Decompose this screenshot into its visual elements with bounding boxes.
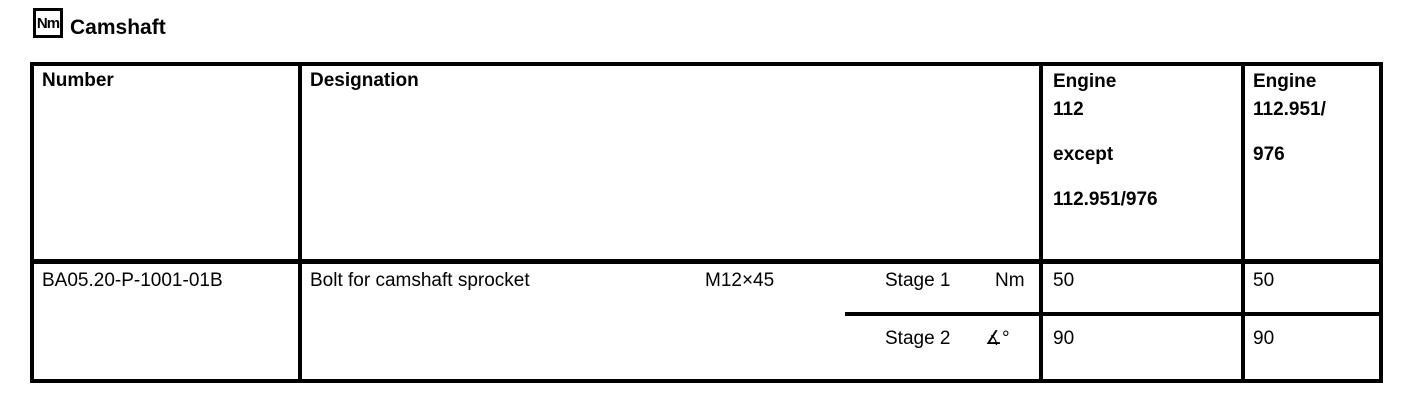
torque-nm-icon-label: Nm <box>36 14 60 32</box>
header-engine-112951-976: Engine 112.951/ 976 <box>1253 68 1326 169</box>
header-engine-112-except: Engine 112 except 112.951/976 <box>1053 68 1158 214</box>
stage-1-label: Stage 1 <box>885 270 951 291</box>
stage-1-value-engine2: 50 <box>1253 270 1275 291</box>
column-divider-designation-engine1 <box>1039 62 1043 383</box>
torque-nm-icon: Nm <box>33 8 63 38</box>
header-row-divider <box>30 259 1383 264</box>
page-title: Camshaft <box>70 16 166 39</box>
stage-1-unit: Nm <box>995 270 1025 291</box>
header-engine1-line: Engine <box>1053 71 1117 92</box>
stage-2-value-engine1: 90 <box>1053 328 1075 349</box>
spec-table-border <box>30 62 1383 383</box>
column-divider-number-designation <box>298 62 302 383</box>
header-engine2-line: Engine <box>1253 71 1317 92</box>
row-number: BA05.20-P-1001-01B <box>42 270 223 291</box>
header-engine2-line: 112.951/ <box>1253 99 1326 120</box>
header-designation: Designation <box>310 70 419 91</box>
stage-2-label: Stage 2 <box>885 328 951 349</box>
row-designation: Bolt for camshaft sprocket <box>310 270 530 291</box>
row-bolt-size: M12×45 <box>705 270 775 291</box>
stage-2-unit: ∡° <box>985 328 1010 349</box>
header-engine1-line: 112.951/976 <box>1053 189 1158 210</box>
header-number: Number <box>42 70 114 91</box>
header-engine1-line: 112 <box>1053 99 1084 120</box>
column-divider-engine1-engine2 <box>1241 62 1245 383</box>
stage-1-value-engine1: 50 <box>1053 270 1075 291</box>
header-engine2-line: 976 <box>1253 144 1285 165</box>
stage-row-divider <box>845 312 1381 316</box>
header-engine1-line: except <box>1053 144 1114 165</box>
stage-2-value-engine2: 90 <box>1253 328 1275 349</box>
